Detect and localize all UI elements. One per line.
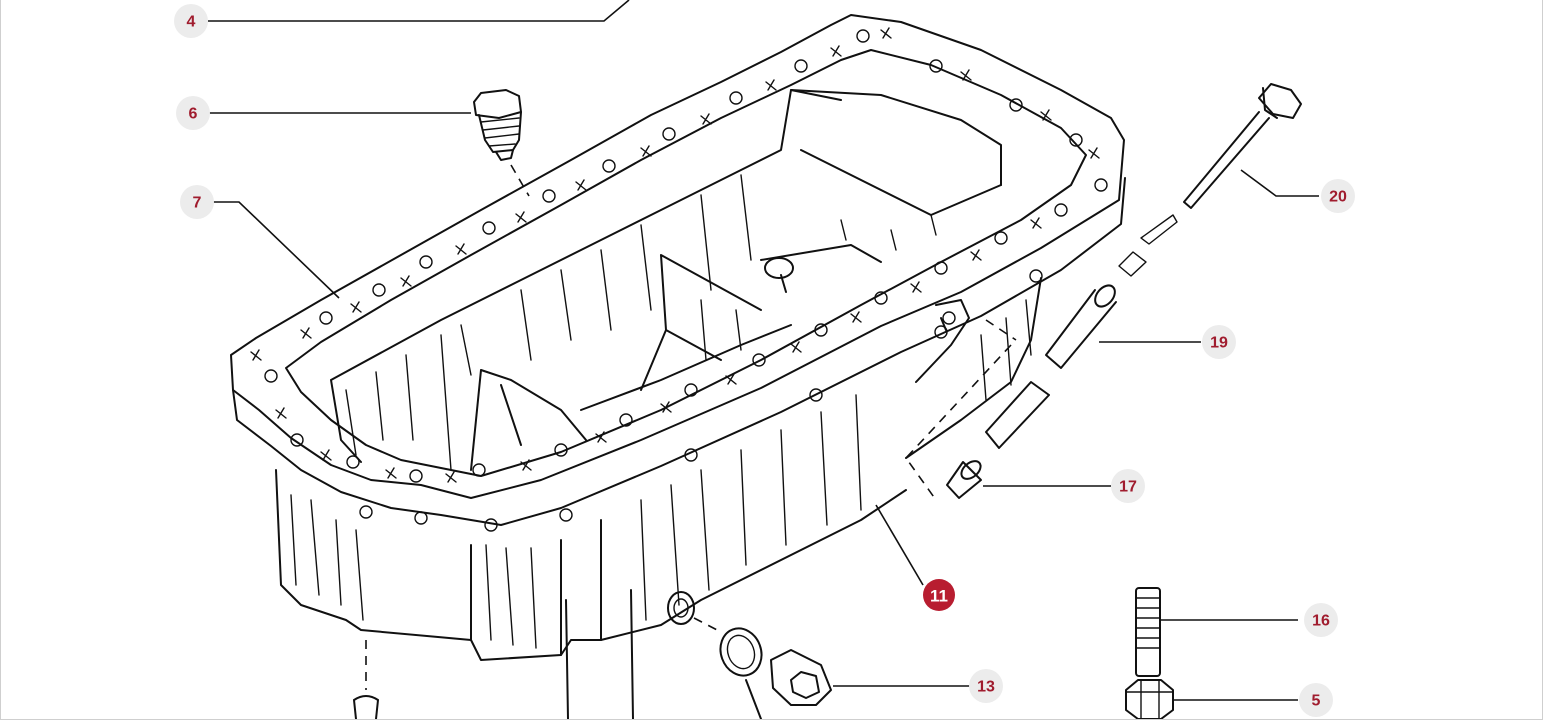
callout-13: 13 bbox=[969, 669, 1003, 703]
flange-outer-top bbox=[230, 14, 1125, 499]
pan-interior-ribs bbox=[345, 174, 937, 471]
part-13-drain-plug bbox=[693, 617, 832, 719]
callout-6: 6 bbox=[176, 96, 210, 130]
pan-interior-boss bbox=[764, 257, 794, 279]
callout-4: 4 bbox=[174, 4, 208, 38]
callout-16-badge bbox=[1304, 603, 1338, 637]
callout-17-badge bbox=[1111, 469, 1145, 503]
part-20-dipstick bbox=[1118, 83, 1302, 277]
callout-20: 20 bbox=[1321, 179, 1355, 213]
callout-7-badge bbox=[180, 185, 214, 219]
assembly-line-dipstick bbox=[904, 344, 1012, 501]
callout-5-badge bbox=[1299, 683, 1333, 717]
callout-5: 5 bbox=[1299, 683, 1333, 717]
dipstick-mount-hole bbox=[942, 311, 956, 325]
callout-11-badge bbox=[923, 579, 955, 611]
pan-interior bbox=[330, 89, 1002, 471]
callout-6-badge bbox=[176, 96, 210, 130]
bottom-fragments bbox=[353, 589, 634, 719]
part-17-sleeve bbox=[946, 460, 982, 499]
flange-lower-edge bbox=[232, 177, 1126, 526]
part-16-stud bbox=[1135, 587, 1161, 677]
callout-4-label: 4 bbox=[187, 14, 196, 31]
callout-7: 7 bbox=[180, 185, 214, 219]
callout-7-label: 7 bbox=[193, 195, 202, 212]
part-6-plug bbox=[473, 89, 530, 197]
gasket-hatching bbox=[250, 27, 1100, 483]
callout-13-badge bbox=[969, 669, 1003, 703]
flange-bolt-holes bbox=[264, 29, 1108, 532]
oil-pan bbox=[230, 14, 1126, 661]
callout-5-label: 5 bbox=[1312, 693, 1321, 710]
callout-19: 19 bbox=[1202, 325, 1236, 359]
pan-body-right-side bbox=[905, 277, 1042, 459]
drain-boss bbox=[667, 591, 695, 625]
pan-body-outline bbox=[275, 469, 907, 661]
callout-20-badge bbox=[1321, 179, 1355, 213]
callout-11: 11 bbox=[923, 579, 955, 611]
callout-13-label: 13 bbox=[977, 679, 995, 696]
callout-16: 16 bbox=[1304, 603, 1338, 637]
callout-11-label: 11 bbox=[930, 587, 948, 606]
part-5-nut bbox=[1125, 679, 1174, 719]
pan-ribs bbox=[290, 299, 1032, 649]
callout-16-label: 16 bbox=[1312, 613, 1330, 630]
flange-inner-edge bbox=[285, 49, 1087, 477]
callout-17-label: 17 bbox=[1119, 479, 1137, 496]
callout-20-label: 20 bbox=[1329, 189, 1347, 206]
sump-step bbox=[470, 519, 602, 656]
part-19-tube bbox=[985, 284, 1117, 449]
callout-badges: 4 6 7 20 19 17 11 16 13 5 bbox=[174, 4, 1355, 717]
dipstick-mount-boss bbox=[915, 299, 970, 383]
callout-4-badge bbox=[174, 4, 208, 38]
callout-17: 17 bbox=[1111, 469, 1145, 503]
callout-19-label: 19 bbox=[1210, 335, 1228, 352]
leader-lines bbox=[208, 0, 1319, 701]
callout-6-label: 6 bbox=[189, 106, 198, 123]
callout-19-badge bbox=[1202, 325, 1236, 359]
